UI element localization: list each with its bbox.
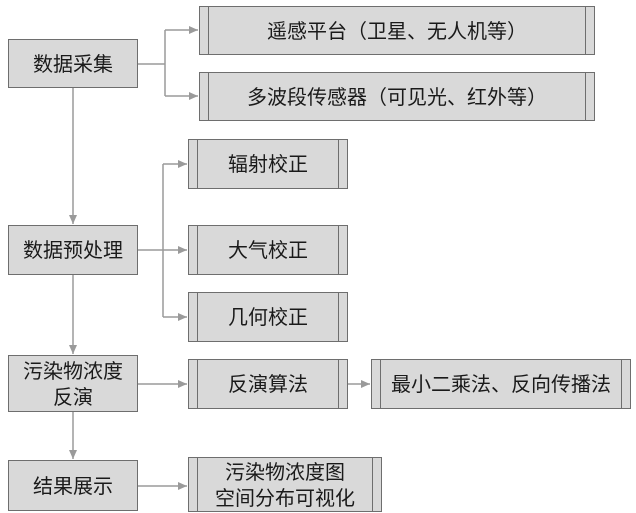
- node-label: 遥感平台（卫星、无人机等）: [267, 18, 527, 43]
- node-label: 数据预处理: [23, 238, 123, 262]
- node-concentration-map: 污染物浓度图 空间分布可视化: [188, 457, 382, 512]
- node-least-squares: 最小二乘法、反向传播法: [371, 359, 631, 409]
- node-geometric-correction: 几何校正: [188, 292, 348, 342]
- node-label: 大气校正: [228, 238, 308, 262]
- node-concentration-inversion: 污染物浓度 反演: [8, 355, 138, 412]
- node-inversion-algorithm: 反演算法: [188, 359, 348, 409]
- node-data-collection: 数据采集: [8, 39, 138, 88]
- node-label: 反演算法: [228, 372, 308, 396]
- node-label: 最小二乘法、反向传播法: [391, 372, 611, 396]
- branch-collection: [138, 30, 166, 96]
- node-label: 数据采集: [33, 51, 113, 76]
- node-label: 污染物浓度图 空间分布可视化: [215, 459, 355, 510]
- node-label: 辐射校正: [228, 152, 308, 176]
- node-multiband-sensor: 多波段传感器（可见光、红外等）: [199, 72, 595, 121]
- node-atmospheric-correction: 大气校正: [188, 225, 348, 275]
- node-label: 污染物浓度 反演: [23, 358, 123, 409]
- node-preprocessing: 数据预处理: [8, 225, 138, 275]
- node-label: 几何校正: [228, 305, 308, 329]
- node-remote-platform: 遥感平台（卫星、无人机等）: [199, 6, 595, 55]
- node-radiometric-correction: 辐射校正: [188, 139, 348, 189]
- node-result-display: 结果展示: [8, 460, 138, 511]
- branch-preprocessing: [138, 164, 164, 317]
- node-label: 多波段传感器（可见光、红外等）: [247, 84, 547, 109]
- node-label: 结果展示: [33, 473, 113, 498]
